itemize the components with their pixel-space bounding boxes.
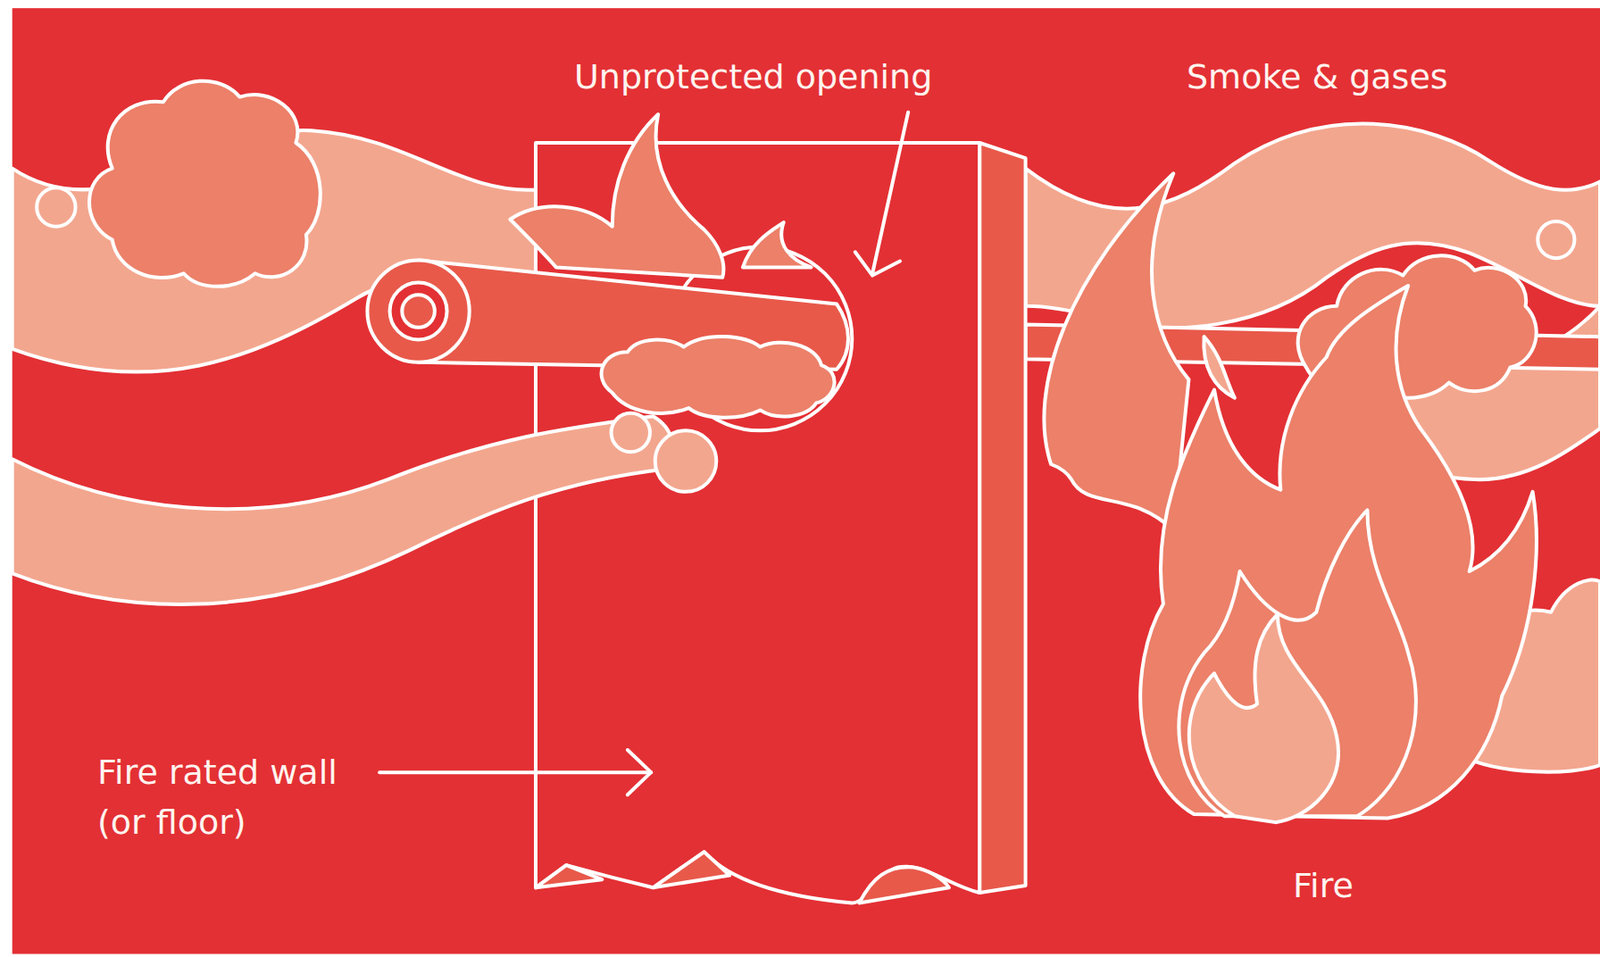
flame <box>1043 173 1189 531</box>
wall-side <box>979 142 1025 893</box>
callout-label: Smoke & gases <box>1186 51 1449 102</box>
smoke-bubble <box>655 430 717 492</box>
smoke-bubble <box>1537 221 1575 259</box>
pipe-end <box>401 294 435 328</box>
flame <box>742 222 812 267</box>
wall-tear <box>535 851 950 903</box>
callout-label: Fire <box>1292 860 1354 911</box>
callout-label: Fire rated wall (or floor) <box>97 747 339 848</box>
smoke-bubble <box>36 187 75 226</box>
smoke-cloud <box>89 81 321 287</box>
background <box>12 8 1600 954</box>
leader-arrow <box>379 112 909 796</box>
pipe-end <box>390 283 448 341</box>
smoke-bubble <box>611 413 650 452</box>
callout-label: Unprotected opening <box>574 51 933 102</box>
flame <box>1203 336 1235 399</box>
pipe-end <box>366 259 469 362</box>
smoke-band <box>12 416 673 605</box>
smoke-cloud <box>601 336 835 418</box>
flame <box>1189 614 1339 823</box>
flame <box>509 114 724 278</box>
